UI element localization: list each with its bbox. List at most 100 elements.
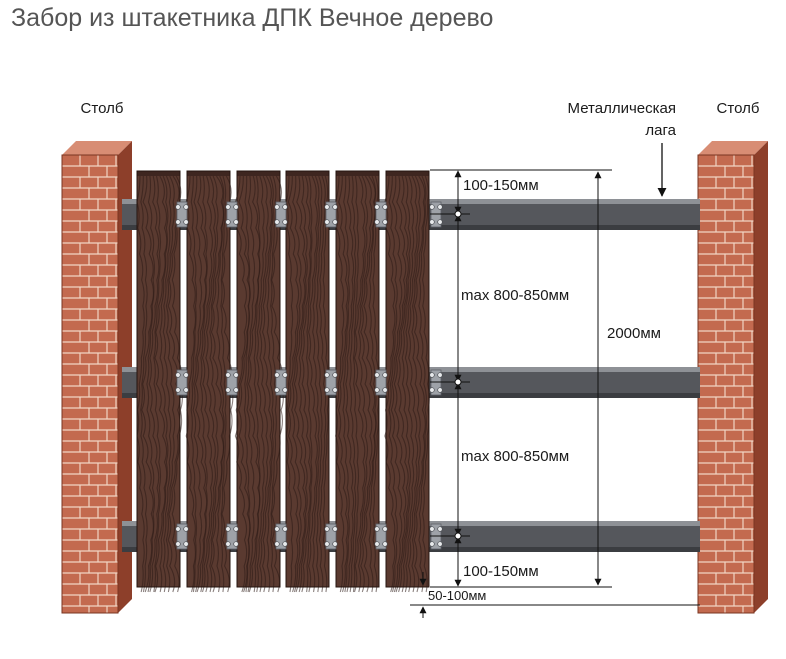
screw-icon — [374, 372, 380, 378]
screw-icon — [233, 372, 239, 378]
picket-grain — [306, 175, 313, 593]
bracket-plate — [176, 523, 188, 550]
picket-grain — [315, 175, 323, 593]
fastening-bracket — [225, 201, 239, 228]
picket-grain — [270, 175, 277, 593]
bracket-plate — [375, 523, 387, 550]
fastening-bracket — [374, 201, 388, 228]
screw-icon — [183, 219, 189, 225]
screw-icon — [332, 526, 338, 532]
bracket-plate — [226, 201, 238, 228]
screw-icon — [274, 219, 280, 225]
fastening-bracket — [374, 369, 388, 396]
picket-grain — [162, 175, 172, 593]
picket-grain — [148, 175, 160, 593]
fastening-bracket — [225, 369, 239, 396]
rail-label-line2: лага — [645, 122, 676, 139]
screw-icon — [175, 204, 181, 210]
bracket-plate — [275, 201, 287, 228]
screw-icon — [382, 387, 388, 393]
picket-grain — [384, 175, 396, 593]
screw-icon — [437, 219, 443, 225]
screw-icon — [332, 204, 338, 210]
picket-grain — [401, 175, 411, 593]
screw-icon — [382, 219, 388, 225]
screw-icon — [374, 204, 380, 210]
fastening-bracket — [274, 201, 288, 228]
screw-icon — [332, 387, 338, 393]
picket-grain — [167, 175, 181, 593]
screw-icon — [282, 541, 288, 547]
picket-grain — [210, 175, 225, 593]
screw-icon — [282, 219, 288, 225]
picket-grain — [337, 175, 349, 593]
picket-grain — [141, 175, 154, 593]
picket-grain — [352, 175, 360, 593]
screw-icon — [429, 526, 435, 532]
screw-icon — [332, 541, 338, 547]
wpc-picket-4 — [285, 170, 330, 593]
picket-grain — [190, 175, 198, 593]
screw-icon — [374, 387, 380, 393]
picket-grain — [357, 175, 369, 593]
fastening-bracket — [274, 523, 288, 550]
post-outline — [61, 154, 119, 614]
picket-grain — [404, 175, 415, 593]
screw-icon — [274, 372, 280, 378]
screw-icon — [183, 387, 189, 393]
bracket-plate — [375, 369, 387, 396]
bracket-plate — [226, 369, 238, 396]
post-top-cap — [62, 141, 132, 155]
fastening-bracket — [175, 523, 189, 550]
picket-top-edge — [286, 171, 329, 176]
picket-grain — [165, 175, 176, 593]
bracket-plate — [275, 523, 287, 550]
picket-grain — [353, 175, 366, 593]
picket-grain — [301, 175, 312, 593]
fastening-bracket — [374, 523, 388, 550]
picket-grain — [205, 175, 217, 593]
picket-top-edge — [237, 171, 280, 176]
picket-grain — [192, 175, 203, 593]
picket-grain — [318, 175, 327, 593]
screw-icon — [324, 526, 330, 532]
picket-grain — [388, 175, 398, 593]
picket-grain — [256, 175, 265, 593]
fastening-bracket — [175, 201, 189, 228]
dim-center-marker — [454, 378, 462, 386]
screw-icon — [437, 372, 443, 378]
picket-grain — [220, 175, 227, 593]
screw-icon — [324, 541, 330, 547]
post-left-label: Столб — [81, 100, 124, 117]
picket-grain — [261, 175, 273, 593]
screw-icon — [274, 204, 280, 210]
wpc-picket-5 — [335, 170, 380, 593]
picket-grain — [201, 175, 213, 593]
screw-icon — [183, 204, 189, 210]
picket-grain — [360, 175, 373, 593]
dim-ground-gap-label: 50-100мм — [428, 588, 486, 603]
picket-grain — [253, 175, 261, 593]
screw-icon — [225, 526, 231, 532]
dim-bottom-gap-label: 100-150мм — [463, 563, 539, 580]
picket-grain — [209, 175, 219, 593]
fastening-bracket — [225, 523, 239, 550]
picket-grain — [298, 175, 308, 593]
screw-icon — [429, 204, 435, 210]
picket-grain — [413, 175, 426, 593]
dim-span-lower-label: max 800-850мм — [461, 448, 569, 465]
screw-icon — [324, 372, 330, 378]
picket-grain — [422, 175, 430, 593]
picket-grain — [199, 175, 208, 593]
picket-grain — [154, 175, 168, 593]
screw-icon — [225, 541, 231, 547]
fastening-bracket — [274, 369, 288, 396]
screw-icon — [324, 204, 330, 210]
screw-icon — [282, 387, 288, 393]
picket-grain — [234, 175, 248, 593]
screw-icon — [429, 219, 435, 225]
screw-icon — [274, 541, 280, 547]
picket-grain — [342, 175, 350, 593]
screw-icon — [429, 387, 435, 393]
